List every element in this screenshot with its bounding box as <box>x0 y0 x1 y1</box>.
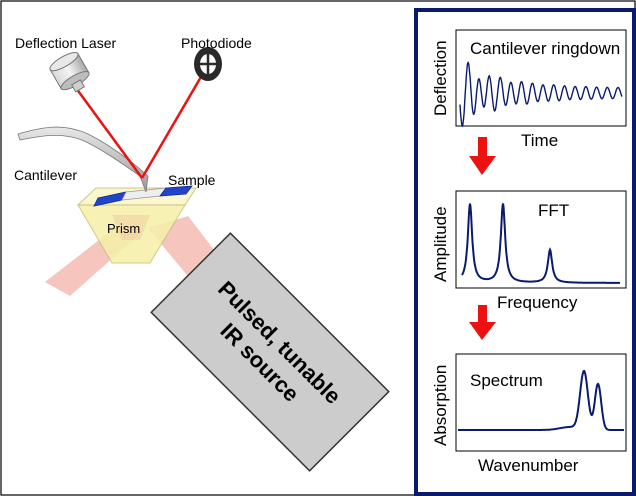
photodiode-label: Photodiode <box>181 35 252 51</box>
spectrum-ylabel: Absorption <box>431 365 450 446</box>
incident-beam <box>74 87 144 179</box>
deflection-laser-label: Deflection Laser <box>15 35 117 51</box>
fft-curve <box>461 203 620 284</box>
photodiode-icon <box>194 47 222 81</box>
spectrum-plot-frame <box>455 353 627 452</box>
fft-plot-frame <box>455 190 627 289</box>
ringdown-plot-frame <box>455 29 627 127</box>
fft-ylabel: Amplitude <box>431 206 450 282</box>
ringdown-title: Cantilever ringdown <box>470 39 620 58</box>
spectrum-curve <box>458 369 624 431</box>
laser-beams <box>74 69 207 179</box>
ringdown-curve <box>459 61 623 128</box>
fft-xlabel: Frequency <box>497 293 578 312</box>
ringdown-ylabel: Deflection <box>431 40 450 116</box>
sample-label: Sample <box>168 172 216 188</box>
ringdown-xlabel: Time <box>521 131 558 150</box>
spectrum-xlabel: Wavenumber <box>478 456 579 475</box>
fft-title: FFT <box>538 201 569 220</box>
flow-arrow-1 <box>469 137 496 175</box>
prism-label: Prism <box>107 221 140 236</box>
cantilever-label: Cantilever <box>14 167 77 183</box>
sample <box>93 185 193 207</box>
reflected-beam <box>140 69 207 179</box>
deflection-laser-icon <box>49 52 90 93</box>
spectrum-title: Spectrum <box>470 371 543 390</box>
cantilever <box>17 126 149 193</box>
flow-arrow-2 <box>469 305 496 340</box>
ir-source: Pulsed, tunable IR source <box>150 232 390 472</box>
